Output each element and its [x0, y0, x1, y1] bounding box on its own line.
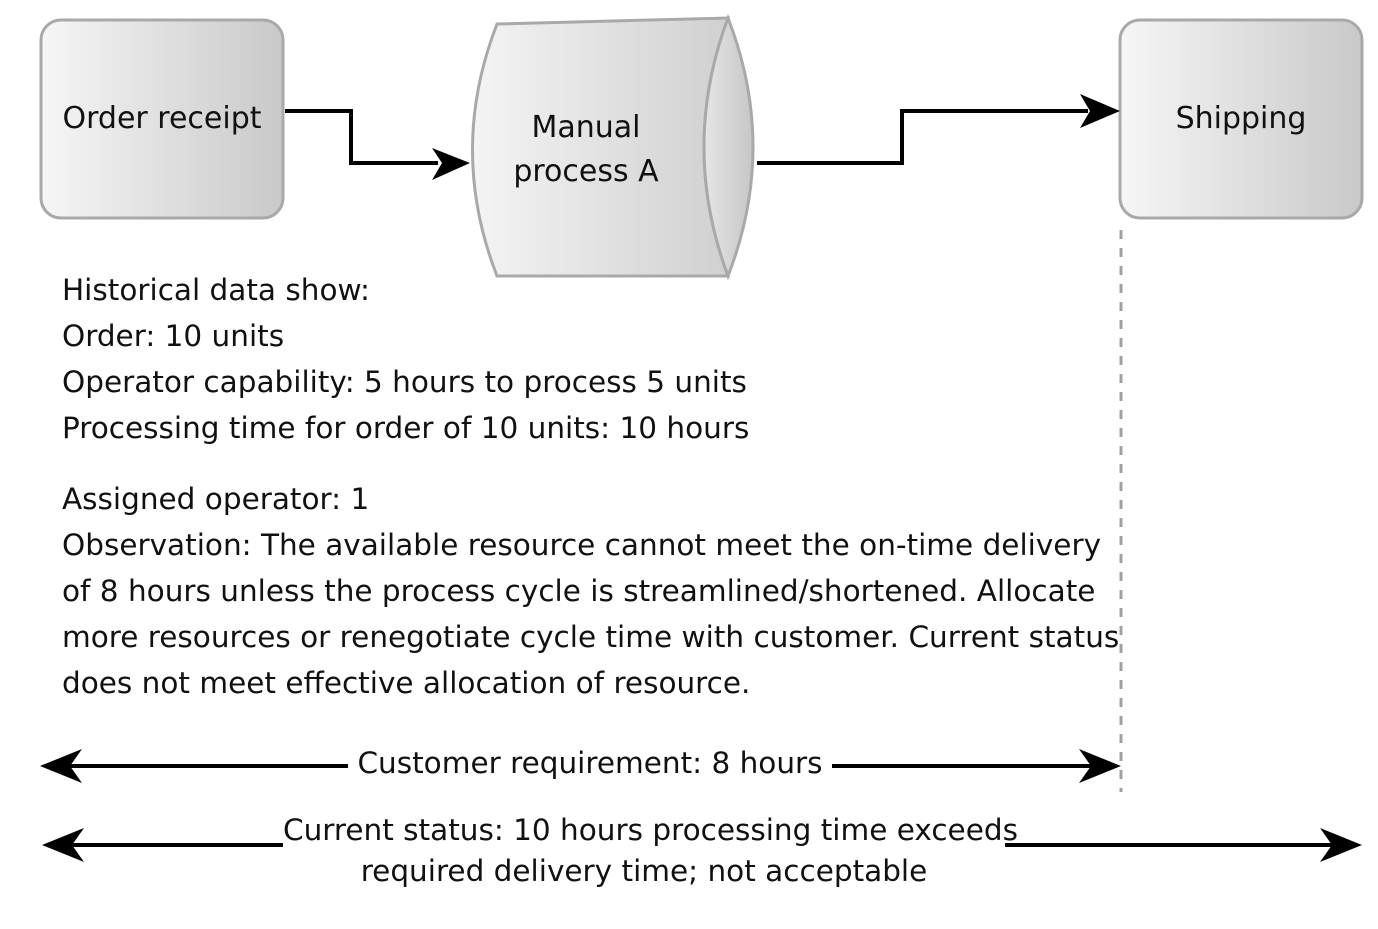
notes-spacer [62, 451, 1119, 476]
connector-process-to-shipping [757, 94, 1120, 165]
order-receipt-text: Order receipt [62, 101, 262, 136]
operator-capability-text: Operator capability: 5 hours to process … [62, 365, 747, 399]
order-receipt-box [39, 18, 285, 220]
shipping-label: Shipping [1120, 20, 1362, 218]
order-receipt-label: Order receipt [41, 20, 283, 218]
observation-line: does not meet effective allocation of re… [62, 666, 751, 700]
shipping-text: Shipping [1175, 101, 1307, 136]
processing-time-text: Processing time for order of 10 units: 1… [62, 411, 750, 445]
connector-order-to-process [285, 109, 470, 180]
current-status-text-line1: Current status: 10 hours processing time… [283, 813, 1018, 847]
shipping-box [1118, 18, 1364, 220]
historical-heading: Historical data show: [62, 273, 370, 307]
notes-block: Historical data show: Order: 10 units Op… [62, 267, 1119, 706]
customer-requirement-label: Customer requirement: 8 hours [348, 743, 832, 784]
manual-process-text-line1: Manual [531, 110, 641, 145]
manual-process-shape [471, 13, 755, 281]
order-units-text: Order: 10 units [62, 319, 285, 353]
observation-line: Observation: The available resource cann… [62, 528, 1102, 562]
current-status-label: Current status: 10 hours processing time… [283, 810, 1018, 892]
customer-requirement-text: Customer requirement: 8 hours [357, 746, 823, 780]
observation-line: of 8 hours unless the process cycle is s… [62, 574, 1096, 608]
current-status-text-line2: required delivery time; not acceptable [360, 854, 928, 888]
observation-line: more resources or renegotiate cycle time… [62, 620, 1120, 654]
assigned-operator-text: Assigned operator: 1 [62, 482, 370, 516]
manual-process-label: Manual process A [480, 100, 692, 200]
manual-process-text-line2: process A [513, 154, 659, 189]
